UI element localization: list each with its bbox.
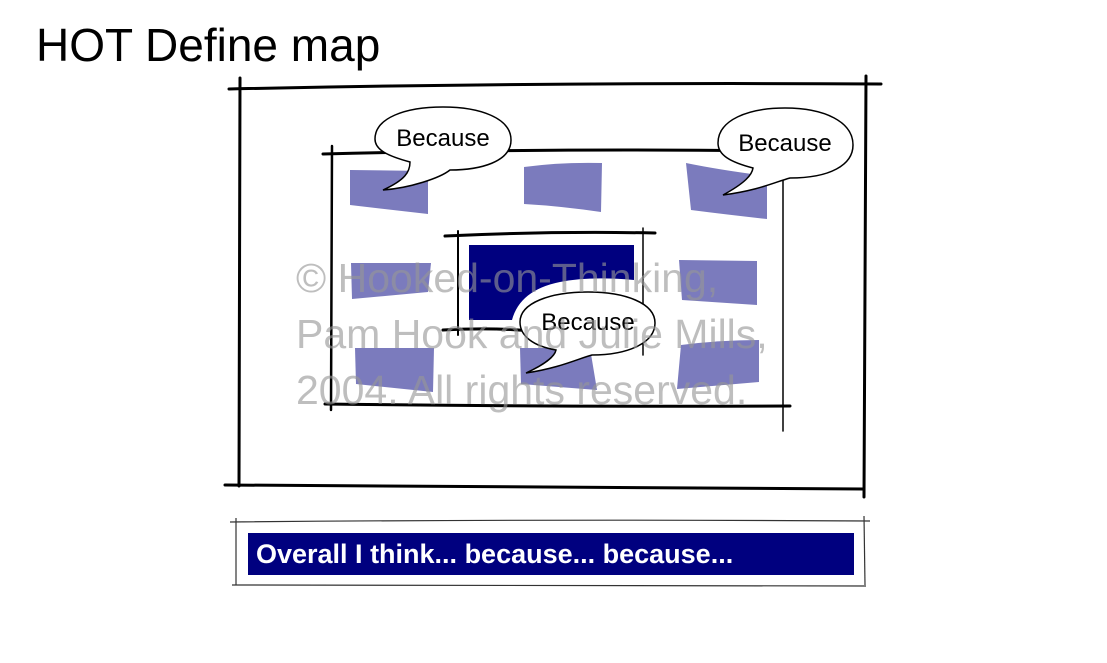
attribute-box-bottom-left — [355, 348, 434, 392]
attribute-box-middle-left — [351, 263, 431, 299]
attribute-box-top-right — [686, 163, 767, 219]
attribute-box-bottom-right — [677, 340, 759, 389]
attribute-box-middle-right — [679, 260, 757, 305]
because-bubble-label-2: Because — [738, 130, 832, 157]
summary-frame — [229, 515, 871, 587]
overall-summary-bar: Overall I think... because... because... — [248, 533, 854, 575]
because-bubble-label-3: Because — [541, 309, 635, 336]
speech-bubble-1 — [374, 106, 512, 191]
center-concept-box — [469, 245, 634, 320]
slide-title: HOT Define map — [36, 19, 381, 71]
because-bubble-label-1: Because — [396, 125, 490, 152]
outer-frame — [223, 74, 883, 499]
speech-bubble-3 — [519, 291, 656, 374]
attribute-box-top-middle — [524, 162, 602, 212]
speech-bubble-2 — [717, 107, 854, 196]
